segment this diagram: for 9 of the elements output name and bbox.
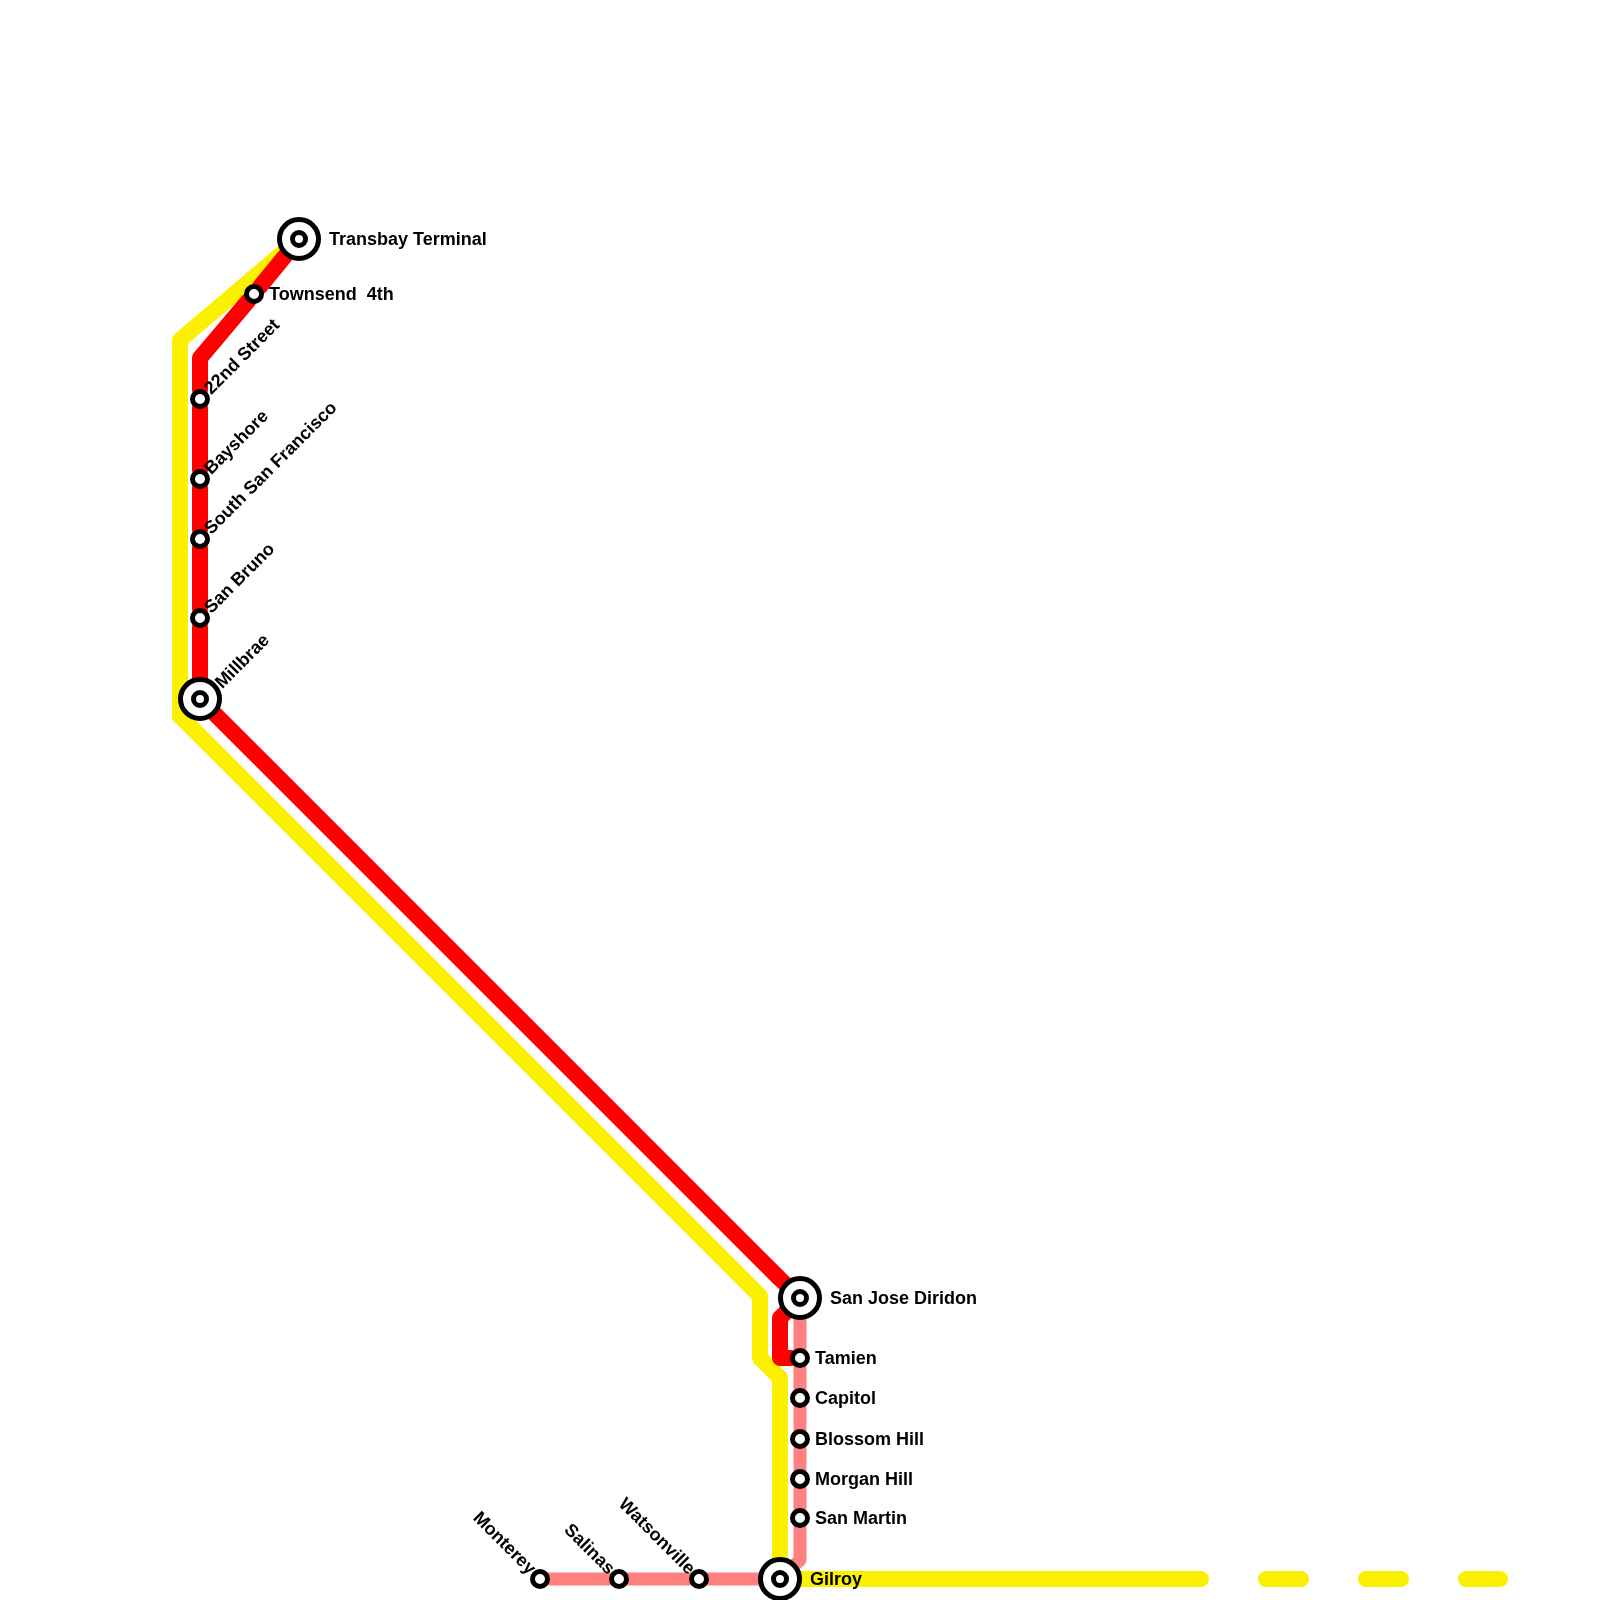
station-label: San Jose Diridon (830, 1289, 978, 1307)
station-label: Morgan Hill (815, 1470, 913, 1488)
station-label: Townsend 4th (269, 285, 394, 303)
station-label: Tamien (815, 1349, 877, 1367)
station-label: Blossom Hill (815, 1430, 925, 1448)
station-label: Capitol (815, 1389, 876, 1407)
station-label: Transbay Terminal (329, 230, 487, 248)
station-label: Gilroy (810, 1570, 862, 1588)
station-label: San Martin (815, 1509, 907, 1527)
